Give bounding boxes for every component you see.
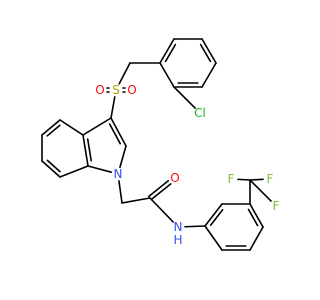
chemical-structure-diagram: O S O Cl N O F F F N H: [41, 38, 280, 251]
bonds: [41, 38, 272, 251]
bond-s-c3: [110, 96, 116, 119]
bond-c3a-c4: [59, 119, 84, 136]
bond-a1-a2-b: [209, 208, 224, 226]
bond-b1-b2-b: [164, 43, 177, 63]
bond-c7-c7a: [59, 165, 89, 178]
atom-label-nitrogen-amide: N: [174, 220, 183, 234]
bond-cf3-f1: [237, 178, 251, 181]
bond-cf3-f3: [249, 179, 272, 202]
bond-c3-c2-b: [108, 123, 122, 145]
bond-ch2n-cco: [121, 197, 151, 204]
bond-b4-b5: [201, 62, 217, 88]
bond-cco-oc-a: [150, 183, 172, 201]
bond-a1-a2-a: [204, 203, 223, 227]
bond-c6-c7-a: [41, 160, 61, 178]
bond-a3-a4-b: [247, 208, 259, 227]
atom-label-chlorine: Cl: [194, 106, 206, 120]
bond-b3-b4-b: [199, 43, 212, 63]
bond-b6-b1: [159, 62, 175, 88]
bond-c3a-c3: [82, 117, 112, 136]
bond-c7a-c3a-b: [86, 138, 92, 162]
bond-s-ch2: [118, 62, 131, 85]
bond-c7a-c3a-a: [82, 134, 89, 167]
bond-a6-a1: [204, 225, 223, 251]
bond-a4-a5: [249, 226, 264, 251]
bond-cco-namide: [149, 197, 174, 223]
atom-label-fluorine-right: F: [273, 199, 280, 213]
bond-b6-cl: [173, 86, 196, 109]
bond-c2-n1: [119, 145, 127, 169]
atom-label-nitrogen-indole: N: [114, 167, 123, 181]
bond-c4-c5-a: [41, 119, 61, 136]
atom-label-oxygen-sulfonyl-left: O: [95, 83, 104, 97]
atom-labels: O S O Cl N O F F F N H: [95, 83, 279, 247]
atom-label-oxygen-sulfonyl-right: O: [127, 83, 136, 97]
bond-cco-oc-b: [147, 180, 170, 198]
bond-n1-ch2n: [118, 180, 123, 204]
atom-label-sulfur: S: [112, 83, 120, 97]
bond-b1-b2-a: [159, 38, 175, 64]
atom-label-hydrogen-amide: H: [173, 233, 182, 247]
bond-namide-a1: [184, 225, 206, 228]
bond-c6-c7-b: [46, 159, 61, 173]
bond-b3-b4-a: [201, 38, 217, 64]
atom-label-oxygen-carbonyl: O: [170, 171, 179, 185]
atom-label-fluorine-top-left: F: [228, 172, 235, 186]
bond-c4-c5-b: [46, 124, 61, 137]
bond-c3-c2-a: [110, 117, 127, 147]
bond-a3-a4-a: [249, 203, 264, 228]
bond-cf3-f2: [249, 178, 264, 181]
atom-label-fluorine-top-right: F: [267, 172, 274, 186]
bond-n1-c7a: [87, 165, 113, 173]
